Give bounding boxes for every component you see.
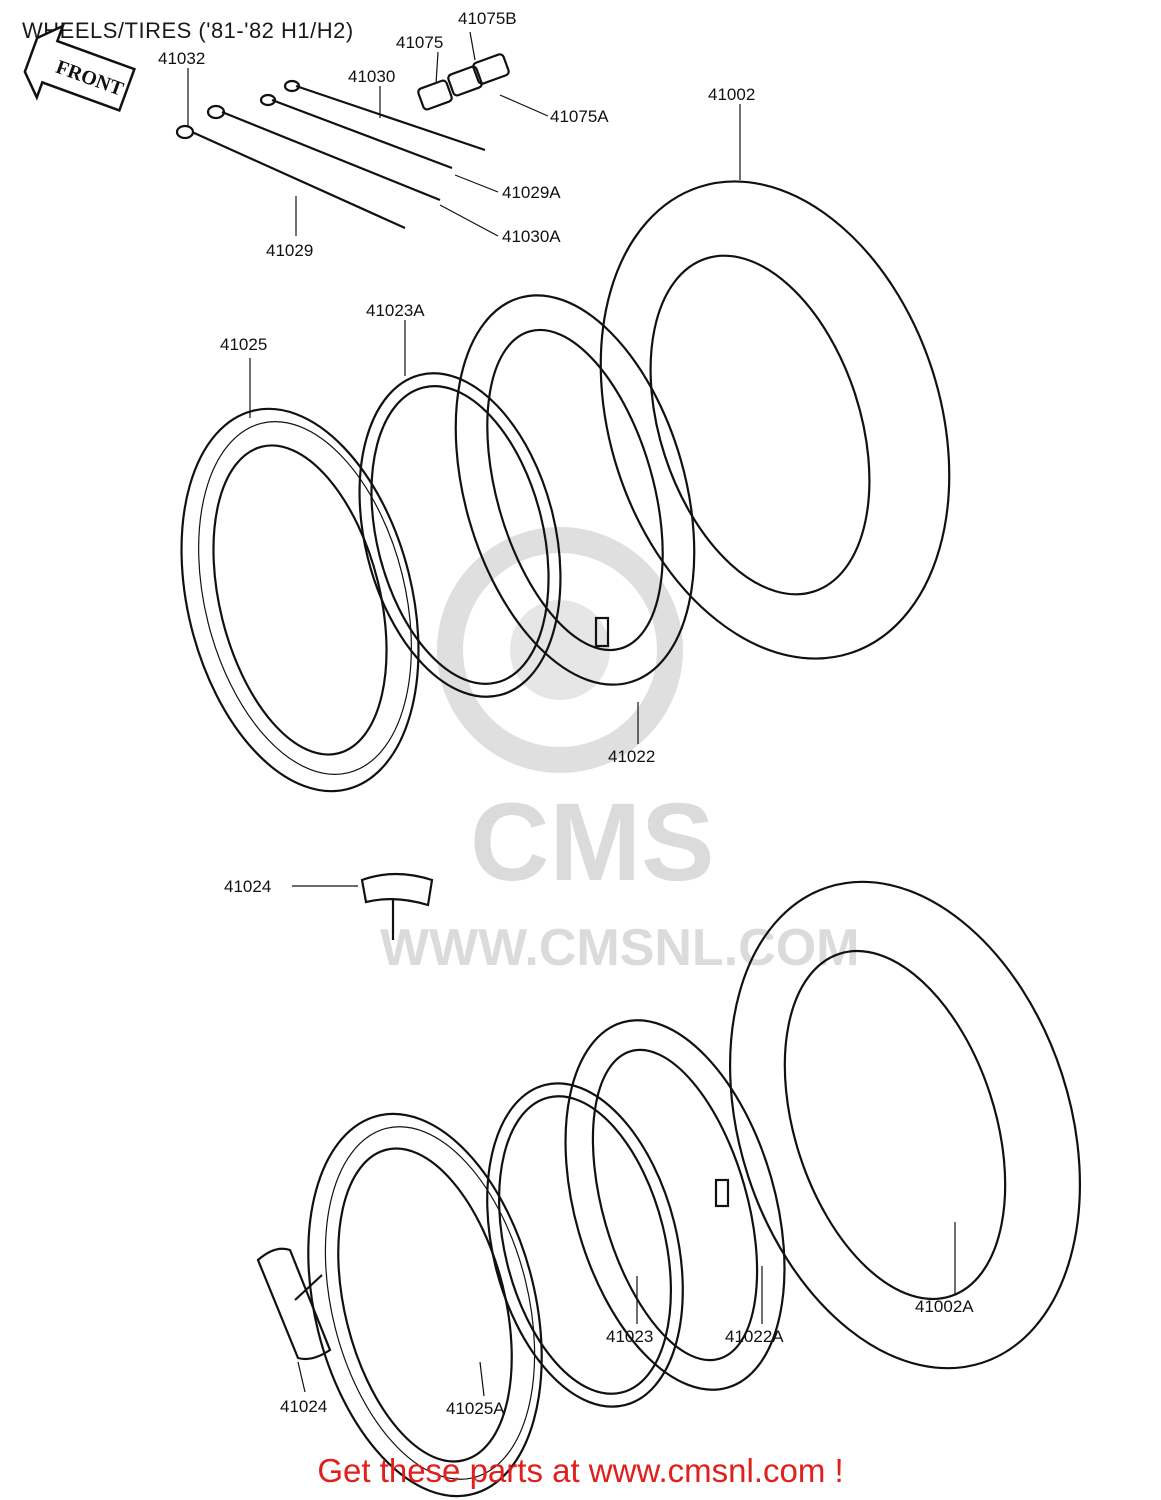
spoke-41030a bbox=[221, 110, 441, 202]
tube-valve bbox=[594, 616, 610, 648]
front-wheel-assembly bbox=[180, 180, 951, 793]
part-label: 41002 bbox=[708, 85, 755, 104]
part-label: 41025A bbox=[446, 1399, 505, 1418]
watermark-url: WWW.CMSNL.COM bbox=[380, 919, 859, 977]
part-label: 41075A bbox=[550, 107, 609, 126]
watermark-logo-face bbox=[510, 600, 610, 700]
tire-41002-inner bbox=[649, 254, 871, 596]
rim-lock-bottom bbox=[256, 1247, 332, 1361]
weight-41075b bbox=[472, 53, 510, 85]
spoke-41030 bbox=[295, 84, 486, 152]
rim-band-41023a-inner bbox=[370, 385, 550, 685]
part-label: 41032 bbox=[158, 49, 205, 68]
part-label: 41022A bbox=[725, 1327, 784, 1346]
spoke-41029 bbox=[191, 130, 406, 230]
rim-band-41023-inner bbox=[498, 1095, 672, 1395]
part-label: 41029A bbox=[502, 183, 561, 202]
spokes-group bbox=[175, 79, 486, 230]
part-label: 41024 bbox=[280, 1397, 327, 1416]
part-label: 41075 bbox=[396, 33, 443, 52]
leader-lines bbox=[187, 31, 956, 1397]
rim-41025-outer bbox=[180, 407, 420, 793]
part-label: 41023 bbox=[606, 1327, 653, 1346]
spoke-41029a bbox=[271, 98, 453, 170]
front-arrow: FRONT bbox=[23, 23, 136, 113]
tube-valve bbox=[714, 1178, 730, 1208]
weight-41075a bbox=[447, 65, 483, 97]
part-label: 41024 bbox=[224, 877, 271, 896]
part-label: 41029 bbox=[266, 241, 313, 260]
part-label: 41023A bbox=[366, 301, 425, 320]
tube-41022a-outer bbox=[564, 1019, 786, 1391]
balance-weights bbox=[417, 53, 510, 111]
rim-41025-flange bbox=[198, 421, 412, 775]
page-title: WHEELS/TIRES ('81-'82 H1/H2) bbox=[22, 18, 354, 43]
part-label: 41030A bbox=[502, 227, 561, 246]
part-labels: 41075B 41075 41032 41030 41075A 41002 41… bbox=[158, 9, 974, 1418]
nipple-41032 bbox=[175, 124, 195, 140]
tube-41022-inner bbox=[486, 328, 664, 652]
part-label: 41022 bbox=[608, 747, 655, 766]
nipple bbox=[259, 93, 277, 107]
part-label: 41075B bbox=[458, 9, 517, 28]
rim-band-41023a-outer bbox=[358, 372, 562, 698]
rim-lock-top bbox=[360, 872, 434, 940]
tire-41002a-outer bbox=[728, 880, 1082, 1370]
watermark: CMS WWW.CMSNL.COM bbox=[380, 527, 859, 977]
rim-41025a-flange bbox=[324, 1126, 536, 1480]
nipple bbox=[206, 104, 226, 120]
promo-link[interactable]: Get these parts at www.cmsnl.com ! bbox=[317, 1452, 844, 1489]
part-label: 41030 bbox=[348, 67, 395, 86]
part-label: 41025 bbox=[220, 335, 267, 354]
rim-band-41023-outer bbox=[486, 1082, 684, 1408]
rim-41025a-inner bbox=[337, 1147, 513, 1463]
nipple bbox=[283, 79, 301, 93]
tire-41002-outer bbox=[599, 180, 951, 660]
rim-41025a-outer bbox=[307, 1112, 543, 1498]
rear-wheel-assembly bbox=[307, 880, 1082, 1498]
tube-41022-outer bbox=[454, 294, 696, 686]
watermark-brand: CMS bbox=[470, 781, 714, 904]
part-label: 41002A bbox=[915, 1297, 974, 1316]
tube-41022a-inner bbox=[591, 1048, 759, 1362]
weight-41075 bbox=[417, 79, 453, 111]
tire-41002a-inner bbox=[783, 949, 1007, 1301]
rim-41025-inner bbox=[212, 444, 388, 756]
